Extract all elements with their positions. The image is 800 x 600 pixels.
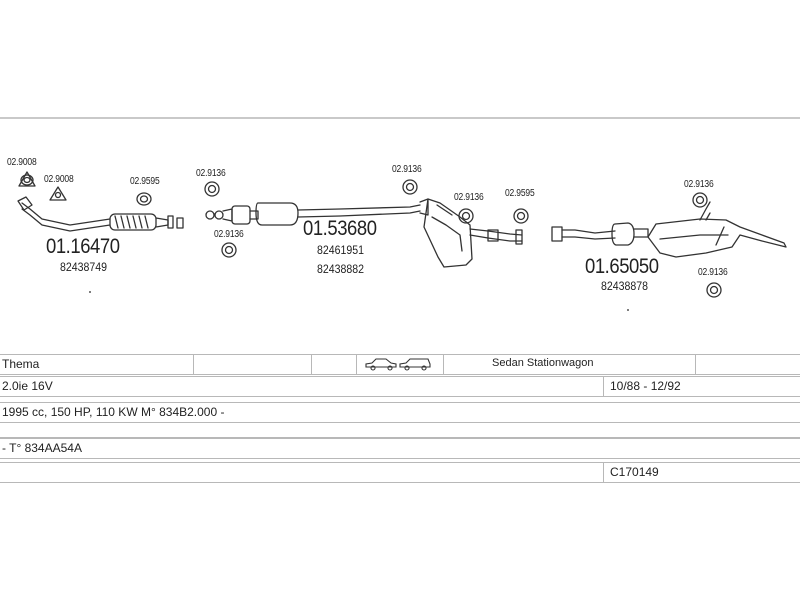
- left-ref-b: 02.9008: [44, 174, 74, 185]
- rear-silencer-drawing: [551, 201, 787, 258]
- cell-divider: [603, 377, 604, 396]
- middle-oem-number-1: 82461951: [317, 243, 364, 257]
- dot-marker: [89, 291, 91, 293]
- gasket-ring-icon: [692, 192, 708, 208]
- middle-part-number: 01.53680: [303, 217, 377, 240]
- exhaust-system-diagram: 02.9008 02.9008 02.9595 01.16470 8243874…: [0, 117, 800, 352]
- left-ref-c: 02.9595: [130, 176, 160, 187]
- gasket-ring-icon: [706, 282, 722, 298]
- middle-oem-number-2: 82438882: [317, 262, 364, 276]
- table-row: [0, 424, 800, 438]
- dot-marker: [627, 309, 629, 311]
- rear-ref-b: 02.9136: [698, 267, 728, 278]
- center-ref-c: 02.9595: [505, 188, 535, 199]
- stationwagon-car-icon: [399, 358, 431, 371]
- table-row: Thema Sedan Stationwagon: [0, 354, 800, 375]
- body-types-label: Sedan Stationwagon: [492, 357, 594, 369]
- middle-ref-a: 02.9136: [196, 168, 226, 179]
- gasket-ring-icon: [513, 208, 529, 224]
- left-oem-number: 82438749: [60, 260, 107, 274]
- exhaust-drawing: [17, 171, 787, 311]
- rear-oem-number: 82438878: [601, 279, 648, 293]
- cell-divider: [443, 355, 444, 374]
- cell-divider: [356, 355, 357, 374]
- gasket-ring-icon: [402, 179, 418, 195]
- production-period: 10/88 - 12/92: [610, 379, 681, 393]
- gasket-ring-icon: [221, 242, 237, 258]
- cell-divider: [193, 355, 194, 374]
- rear-ref-a: 02.9136: [684, 179, 714, 190]
- cell-divider: [603, 463, 604, 482]
- gasket-ring-icon: [18, 171, 36, 187]
- left-ref-a: 02.9008: [7, 157, 37, 168]
- engine-label: 2.0ie 16V: [2, 379, 53, 393]
- table-row: 2.0ie 16V 10/88 - 12/92: [0, 376, 800, 397]
- cell-divider: [695, 355, 696, 374]
- gasket-ring-icon: [458, 208, 474, 224]
- cell-divider: [311, 355, 312, 374]
- front-pipe-drawing: [17, 196, 184, 232]
- car-icons: [365, 358, 431, 371]
- gasket-ring-icon: [204, 181, 220, 197]
- middle-silencer-drawing: [205, 198, 429, 226]
- engine-specs: 1995 cc, 150 HP, 110 KW M° 834B2.000 -: [2, 405, 225, 419]
- gasket-triangle-icon: [49, 186, 67, 201]
- table-row: C170149: [0, 462, 800, 483]
- model-name: Thema: [2, 357, 40, 371]
- top-divider: [0, 117, 800, 119]
- catalog-code: C170149: [610, 465, 659, 479]
- left-part-number: 01.16470: [46, 235, 120, 258]
- center-ref-a: 02.9136: [392, 164, 422, 175]
- sedan-car-icon: [365, 358, 397, 371]
- body-type-icons: [364, 356, 432, 375]
- type-code: - T° 834AA54A: [2, 441, 82, 455]
- table-row: 1995 cc, 150 HP, 110 KW M° 834B2.000 -: [0, 402, 800, 423]
- gasket-ring-icon: [136, 192, 152, 206]
- center-ref-b: 02.9136: [454, 192, 484, 203]
- middle-ref-b: 02.9136: [214, 229, 244, 240]
- table-row: - T° 834AA54A: [0, 438, 800, 459]
- rear-part-number: 01.65050: [585, 255, 659, 278]
- center-resonator-drawing: [423, 198, 523, 268]
